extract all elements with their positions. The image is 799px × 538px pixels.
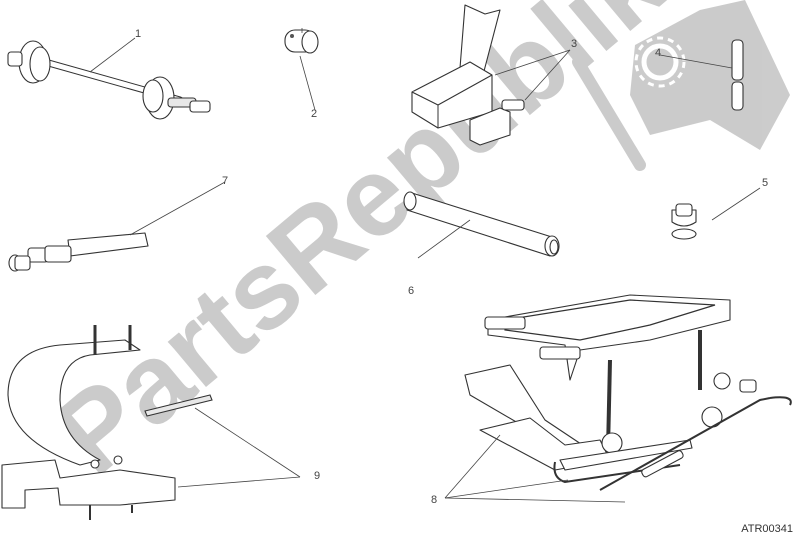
callout-3: 3 <box>571 38 578 50</box>
callout-8: 8 <box>431 494 438 506</box>
part-3-case <box>411 4 525 146</box>
callout-4: 4 <box>655 47 662 59</box>
callout-1: 1 <box>135 28 142 40</box>
part-4-rod <box>731 39 744 111</box>
diagram-reference-code: ATR00341 <box>741 523 793 535</box>
callout-9: 9 <box>314 470 321 482</box>
part-6-bar <box>403 191 560 257</box>
part-5-plug <box>671 203 697 240</box>
part-7-shaft <box>8 232 149 272</box>
callout-7: 7 <box>222 175 229 187</box>
part-8-lift <box>464 294 792 491</box>
callout-5: 5 <box>762 177 769 189</box>
watermark-text: PartsRepublik <box>30 0 688 498</box>
leader-lines <box>89 37 761 503</box>
callout-2: 2 <box>311 108 318 120</box>
callout-6: 6 <box>408 285 415 297</box>
part-9-bracket <box>1 325 213 520</box>
part-2-sleeve <box>284 28 319 54</box>
part-1-puller <box>7 40 211 120</box>
watermark-logo: PartsRepublik <box>30 0 790 498</box>
